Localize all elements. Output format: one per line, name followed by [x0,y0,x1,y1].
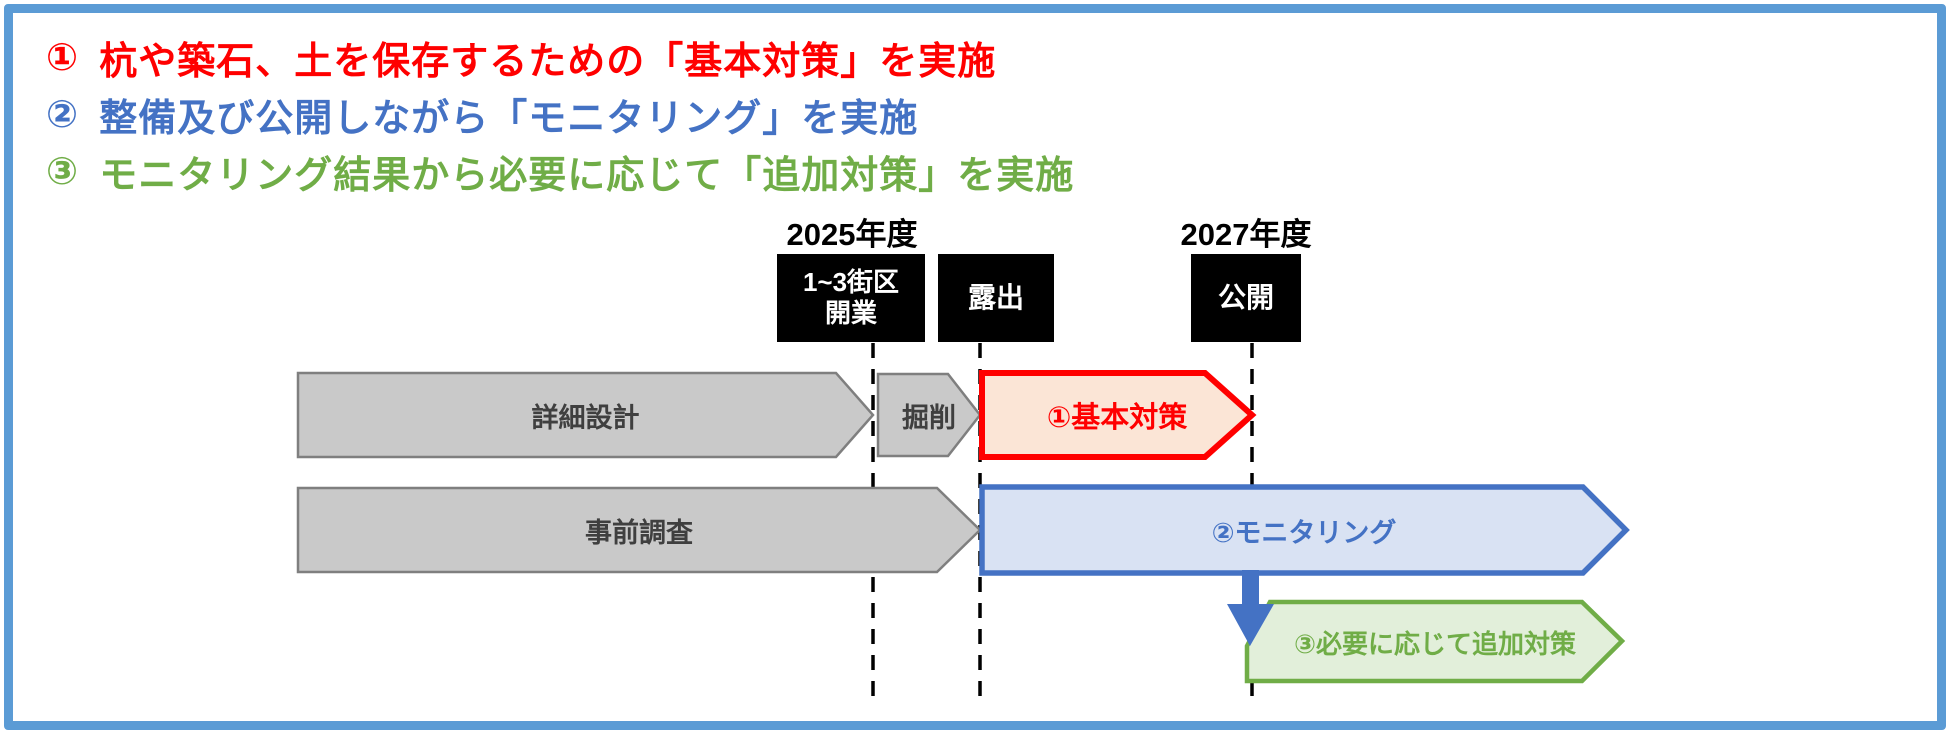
circled-number-1: ① [46,37,80,79]
milestone-exposure-label: 露出 [967,282,1024,314]
milestone-box-exposure: 露出 [938,254,1054,342]
down-arrow-icon [1227,570,1274,646]
year-label-2025: 2025年度 [786,216,918,252]
circled-number-3: ③ [46,151,80,193]
header-line-additional-measures: ③ モニタリング結果から必要に応じて「追加対策」を実施 [46,143,1074,200]
milestone-opening-line2: 開業 [824,298,877,328]
milestone-public-open-label: 公開 [1217,282,1274,314]
header: ① 杭や築石、土を保存するための「基本対策」を実施 ② 整備及び公開しながら「モ… [46,29,1074,200]
preliminary-survey-arrow-shape [296,486,982,574]
header-text-basic-measures: 杭や築石、土を保存するための「基本対策」を実施 [99,41,997,83]
header-line-basic-measures: ① 杭や築石、土を保存するための「基本対策」を実施 [46,29,1074,86]
milestone-box-opening: 1~3街区 開業 [777,254,925,342]
milestone-box-public-open: 公開 [1191,254,1301,342]
header-line-monitoring: ② 整備及び公開しながら「モニタリング」を実施 [46,86,1074,143]
header-text-monitoring: 整備及び公開しながら「モニタリング」を実施 [99,98,919,140]
monitoring-arrow-shape [979,484,1630,576]
milestone-opening-line1: 1~3街区 [802,266,900,297]
circled-number-2: ② [46,94,80,136]
basic-measures-arrow-shape [979,370,1257,460]
header-text-additional-measures: モニタリング結果から必要に応じて「追加対策」を実施 [99,155,1075,197]
detailed-design-arrow-shape [296,371,875,459]
year-label-2027: 2027年度 [1180,216,1312,252]
additional-measures-arrow-shape [1244,599,1626,684]
excavation-arrow-shape [876,372,982,458]
